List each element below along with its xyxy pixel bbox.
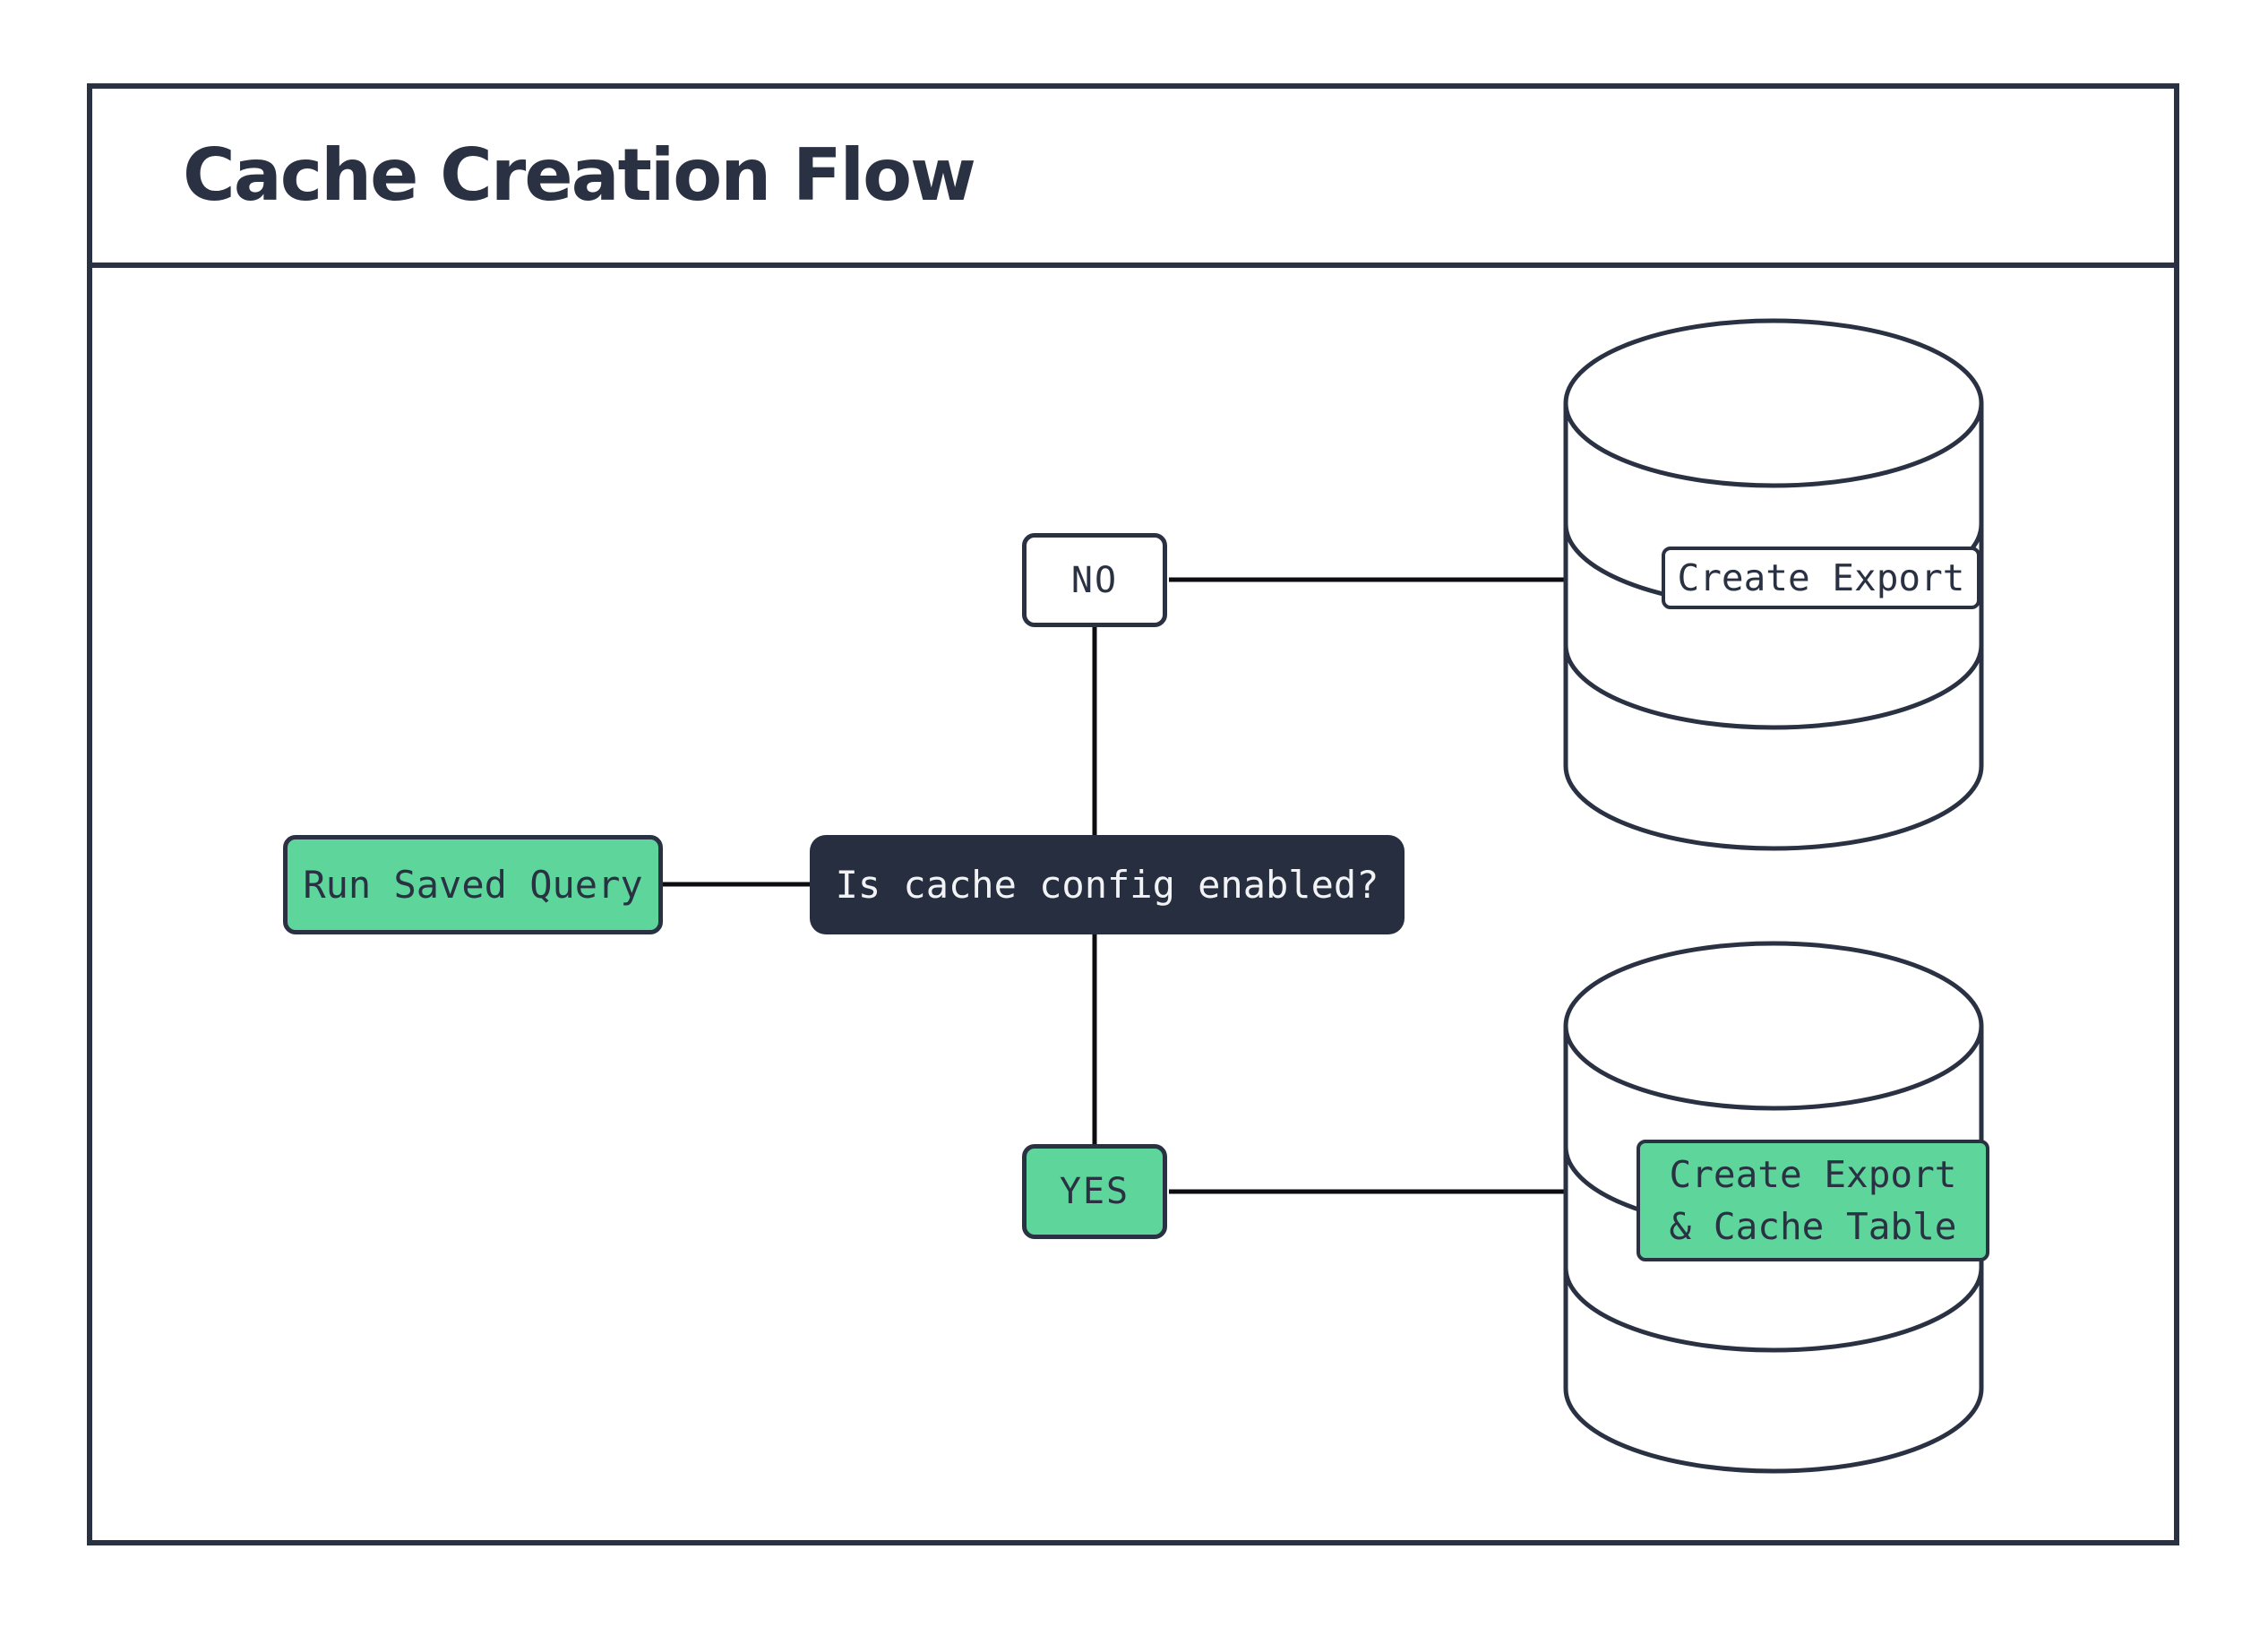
connector-lines bbox=[663, 577, 1568, 1194]
diagram-header: Cache Creation Flow bbox=[92, 89, 2174, 268]
no-branch-node: NO bbox=[1022, 533, 1167, 627]
create-export-label: Create Export bbox=[1662, 547, 1980, 609]
cache-config-decision-node: Is cache config enabled? bbox=[810, 835, 1405, 934]
run-saved-query-node: Run Saved Query bbox=[283, 835, 663, 934]
page-title: Cache Creation Flow bbox=[183, 133, 976, 217]
yes-branch-node: YES bbox=[1022, 1144, 1167, 1239]
create-export-cache-table-label: Create Export & Cache Table bbox=[1637, 1140, 1989, 1261]
diagram-frame: Cache Creation Flow bbox=[87, 83, 2179, 1545]
